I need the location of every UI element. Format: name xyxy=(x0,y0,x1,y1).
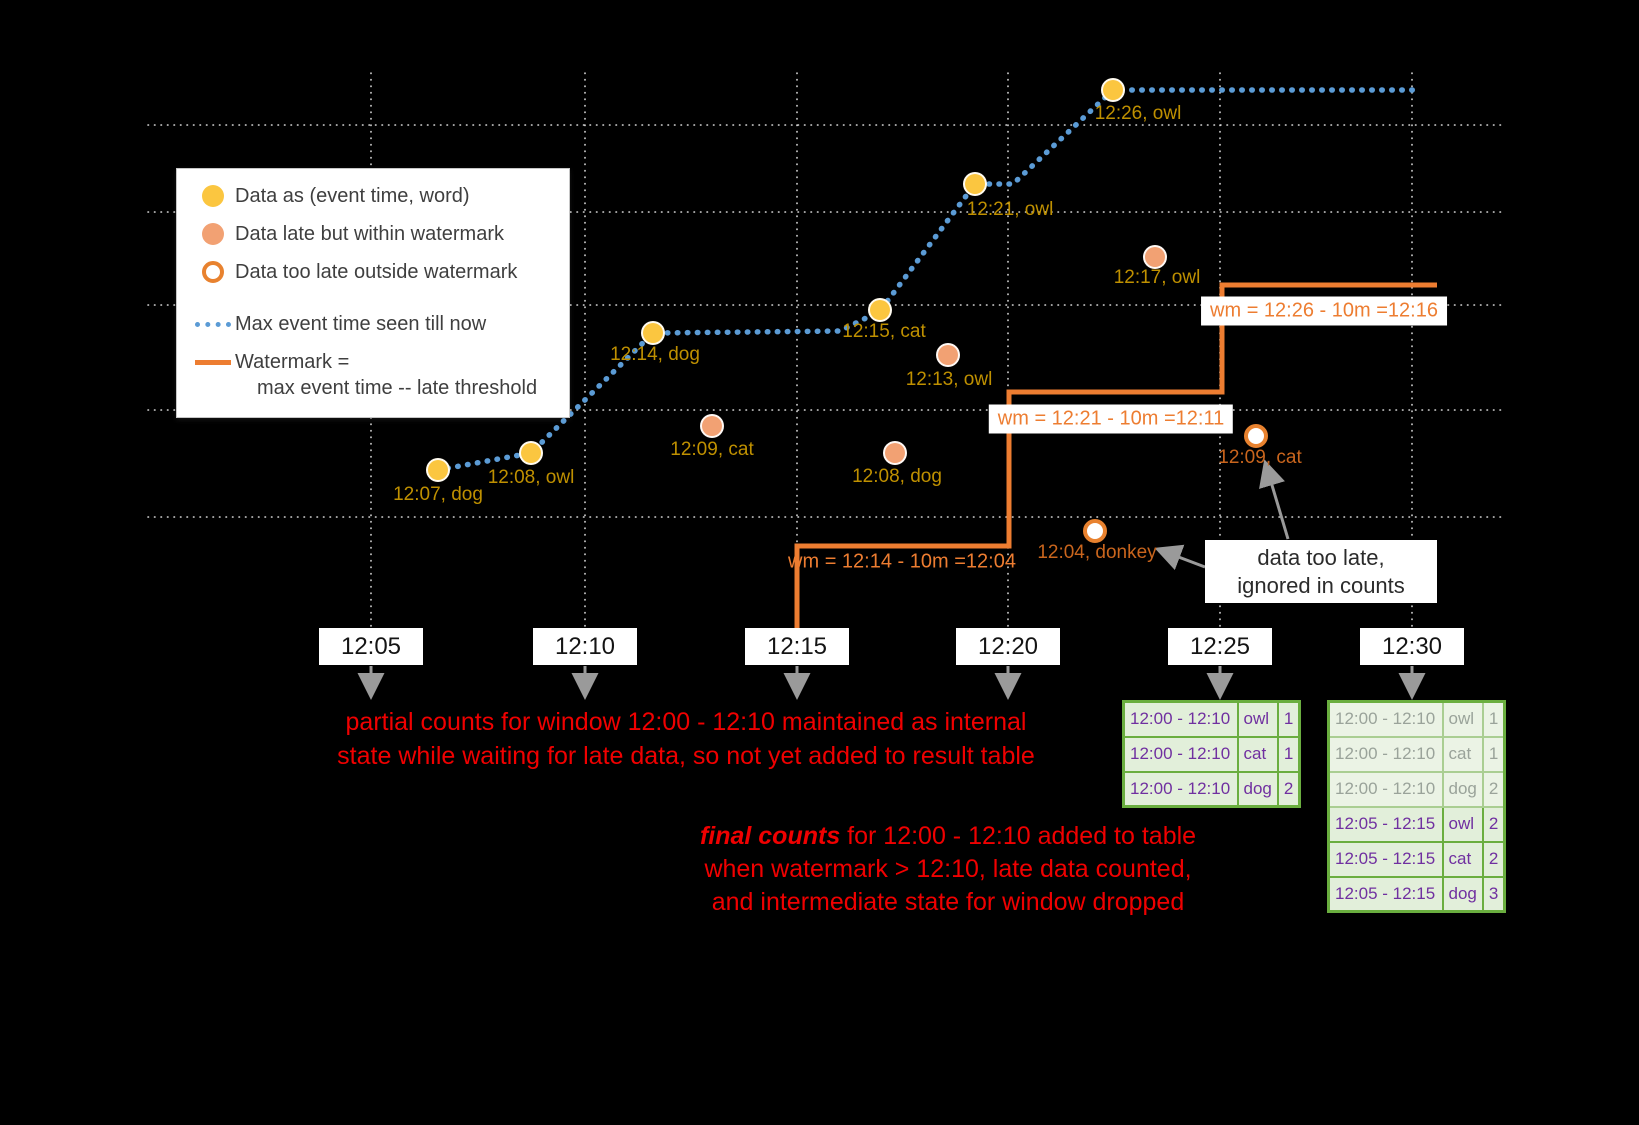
word-cell: cat xyxy=(1441,735,1484,773)
word-cell: dog xyxy=(1236,770,1279,808)
window-cell: 12:05 - 12:15 xyxy=(1327,840,1444,878)
word-cell: cat xyxy=(1441,840,1484,878)
data-point-label-12-13-owl: 12:13, owl xyxy=(905,369,993,390)
axis-tick-12-15: 12:15 xyxy=(745,628,849,665)
legend-item-data-late: Data late but within watermark xyxy=(191,221,553,247)
data-point-label-12-14-dog: 12:14, dog xyxy=(610,344,700,365)
legend-item-watermark: Watermark = max event time -- late thres… xyxy=(191,349,553,401)
data-point-12-04-donkey xyxy=(1083,519,1107,543)
solid-line-icon xyxy=(191,360,235,365)
axis-tick-12-20: 12:20 xyxy=(956,628,1060,665)
window-cell: 12:00 - 12:10 xyxy=(1122,735,1239,773)
data-point-label-12-15-cat: 12:15, cat xyxy=(842,321,926,342)
legend-label: Data as (event time, word) xyxy=(235,185,470,207)
count-cell: 2 xyxy=(1276,770,1301,808)
count-cell: 2 xyxy=(1481,805,1506,843)
word-cell: owl xyxy=(1441,805,1484,843)
watermark-label-3: wm = 12:26 - 10m =12:16 xyxy=(1201,296,1447,326)
count-cell: 2 xyxy=(1481,840,1506,878)
data-point-12-09-cat xyxy=(1244,424,1268,448)
data-point-label-12-09-cat: 12:09, cat xyxy=(670,439,754,460)
salmon-dot-icon xyxy=(191,223,235,245)
count-cell: 1 xyxy=(1481,700,1506,738)
legend-item-data-too-late: Data too late outside watermark xyxy=(191,259,553,285)
data-point-label-12-17-owl: 12:17, owl xyxy=(1113,267,1201,288)
data-point-label-12-08-owl: 12:08, owl xyxy=(487,467,575,488)
data-point-label-12-07-dog: 12:07, dog xyxy=(393,484,483,505)
legend-item-max-event-time: Max event time seen till now xyxy=(191,311,553,337)
word-cell: dog xyxy=(1441,770,1484,808)
data-point-label-12-26-owl: 12:26, owl xyxy=(1094,103,1182,124)
data-point-12-13-owl xyxy=(936,343,960,367)
axis-tick-12-05: 12:05 xyxy=(319,628,423,665)
annotation-final-counts: final counts for 12:00 - 12:10 added to … xyxy=(699,822,1197,916)
annotation-partial-counts: partial counts for window 12:00 - 12:10 … xyxy=(337,708,1035,770)
window-cell: 12:00 - 12:10 xyxy=(1122,700,1239,738)
axis-tick-12-25: 12:25 xyxy=(1168,628,1272,665)
window-cell: 12:00 - 12:10 xyxy=(1327,700,1444,738)
watermark-step-line xyxy=(794,282,1437,629)
word-cell: cat xyxy=(1236,735,1279,773)
window-cell: 12:00 - 12:10 xyxy=(1122,770,1239,808)
count-cell: 2 xyxy=(1481,770,1506,808)
data-point-12-07-dog xyxy=(426,458,450,482)
data-point-12-09-cat xyxy=(700,414,724,438)
legend-item-data-normal: Data as (event time, word) xyxy=(191,183,553,209)
count-cell: 3 xyxy=(1481,875,1506,913)
count-cell: 1 xyxy=(1481,735,1506,773)
window-cell: 12:05 - 12:15 xyxy=(1327,805,1444,843)
data-point-12-08-dog xyxy=(883,441,907,465)
window-cell: 12:00 - 12:10 xyxy=(1327,735,1444,773)
legend-label: Data too late outside watermark xyxy=(235,261,518,283)
note-arrow xyxy=(1154,544,1206,571)
too-late-note: data too late, ignored in counts xyxy=(1205,540,1437,603)
legend-label: Data late but within watermark xyxy=(235,223,505,245)
yellow-dot-icon xyxy=(191,185,235,207)
final-counts-emphasis: final counts xyxy=(699,822,841,850)
data-point-12-21-owl xyxy=(963,172,987,196)
word-cell: owl xyxy=(1441,700,1484,738)
data-point-12-15-cat xyxy=(868,298,892,322)
dotted-line-icon xyxy=(191,321,235,327)
data-point-12-26-owl xyxy=(1101,78,1125,102)
legend-label: Max event time seen till now xyxy=(235,313,487,335)
note-arrow xyxy=(1259,459,1290,540)
data-point-12-14-dog xyxy=(641,321,665,345)
axis-tick-12-30: 12:30 xyxy=(1360,628,1464,665)
window-cell: 12:00 - 12:10 xyxy=(1327,770,1444,808)
data-point-label-12-21-owl: 12:21, owl xyxy=(966,199,1054,220)
watermark-label-1: wm = 12:14 - 10m =12:04 xyxy=(788,550,1016,573)
window-cell: 12:05 - 12:15 xyxy=(1327,875,1444,913)
legend-label: Watermark = max event time -- late thres… xyxy=(235,351,538,399)
data-point-12-17-owl xyxy=(1143,245,1167,269)
data-point-label-12-08-dog: 12:08, dog xyxy=(852,466,942,487)
too-late-note-line2: ignored in counts xyxy=(1237,572,1405,598)
max-event-time-line xyxy=(435,87,1419,473)
hollow-dot-icon xyxy=(191,261,235,283)
legend: Data as (event time, word) Data late but… xyxy=(176,168,570,418)
word-cell: dog xyxy=(1441,875,1484,913)
data-point-12-08-owl xyxy=(519,441,543,465)
count-cell: 1 xyxy=(1276,700,1301,738)
too-late-note-line1: data too late, xyxy=(1257,544,1385,570)
data-point-label-12-09-cat: 12:09, cat xyxy=(1218,447,1302,468)
watermark-label-2: wm = 12:21 - 10m =12:11 xyxy=(988,404,1234,434)
axis-tick-12-10: 12:10 xyxy=(533,628,637,665)
word-cell: owl xyxy=(1236,700,1279,738)
count-cell: 1 xyxy=(1276,735,1301,773)
data-point-label-12-04-donkey: 12:04, donkey xyxy=(1037,542,1157,563)
